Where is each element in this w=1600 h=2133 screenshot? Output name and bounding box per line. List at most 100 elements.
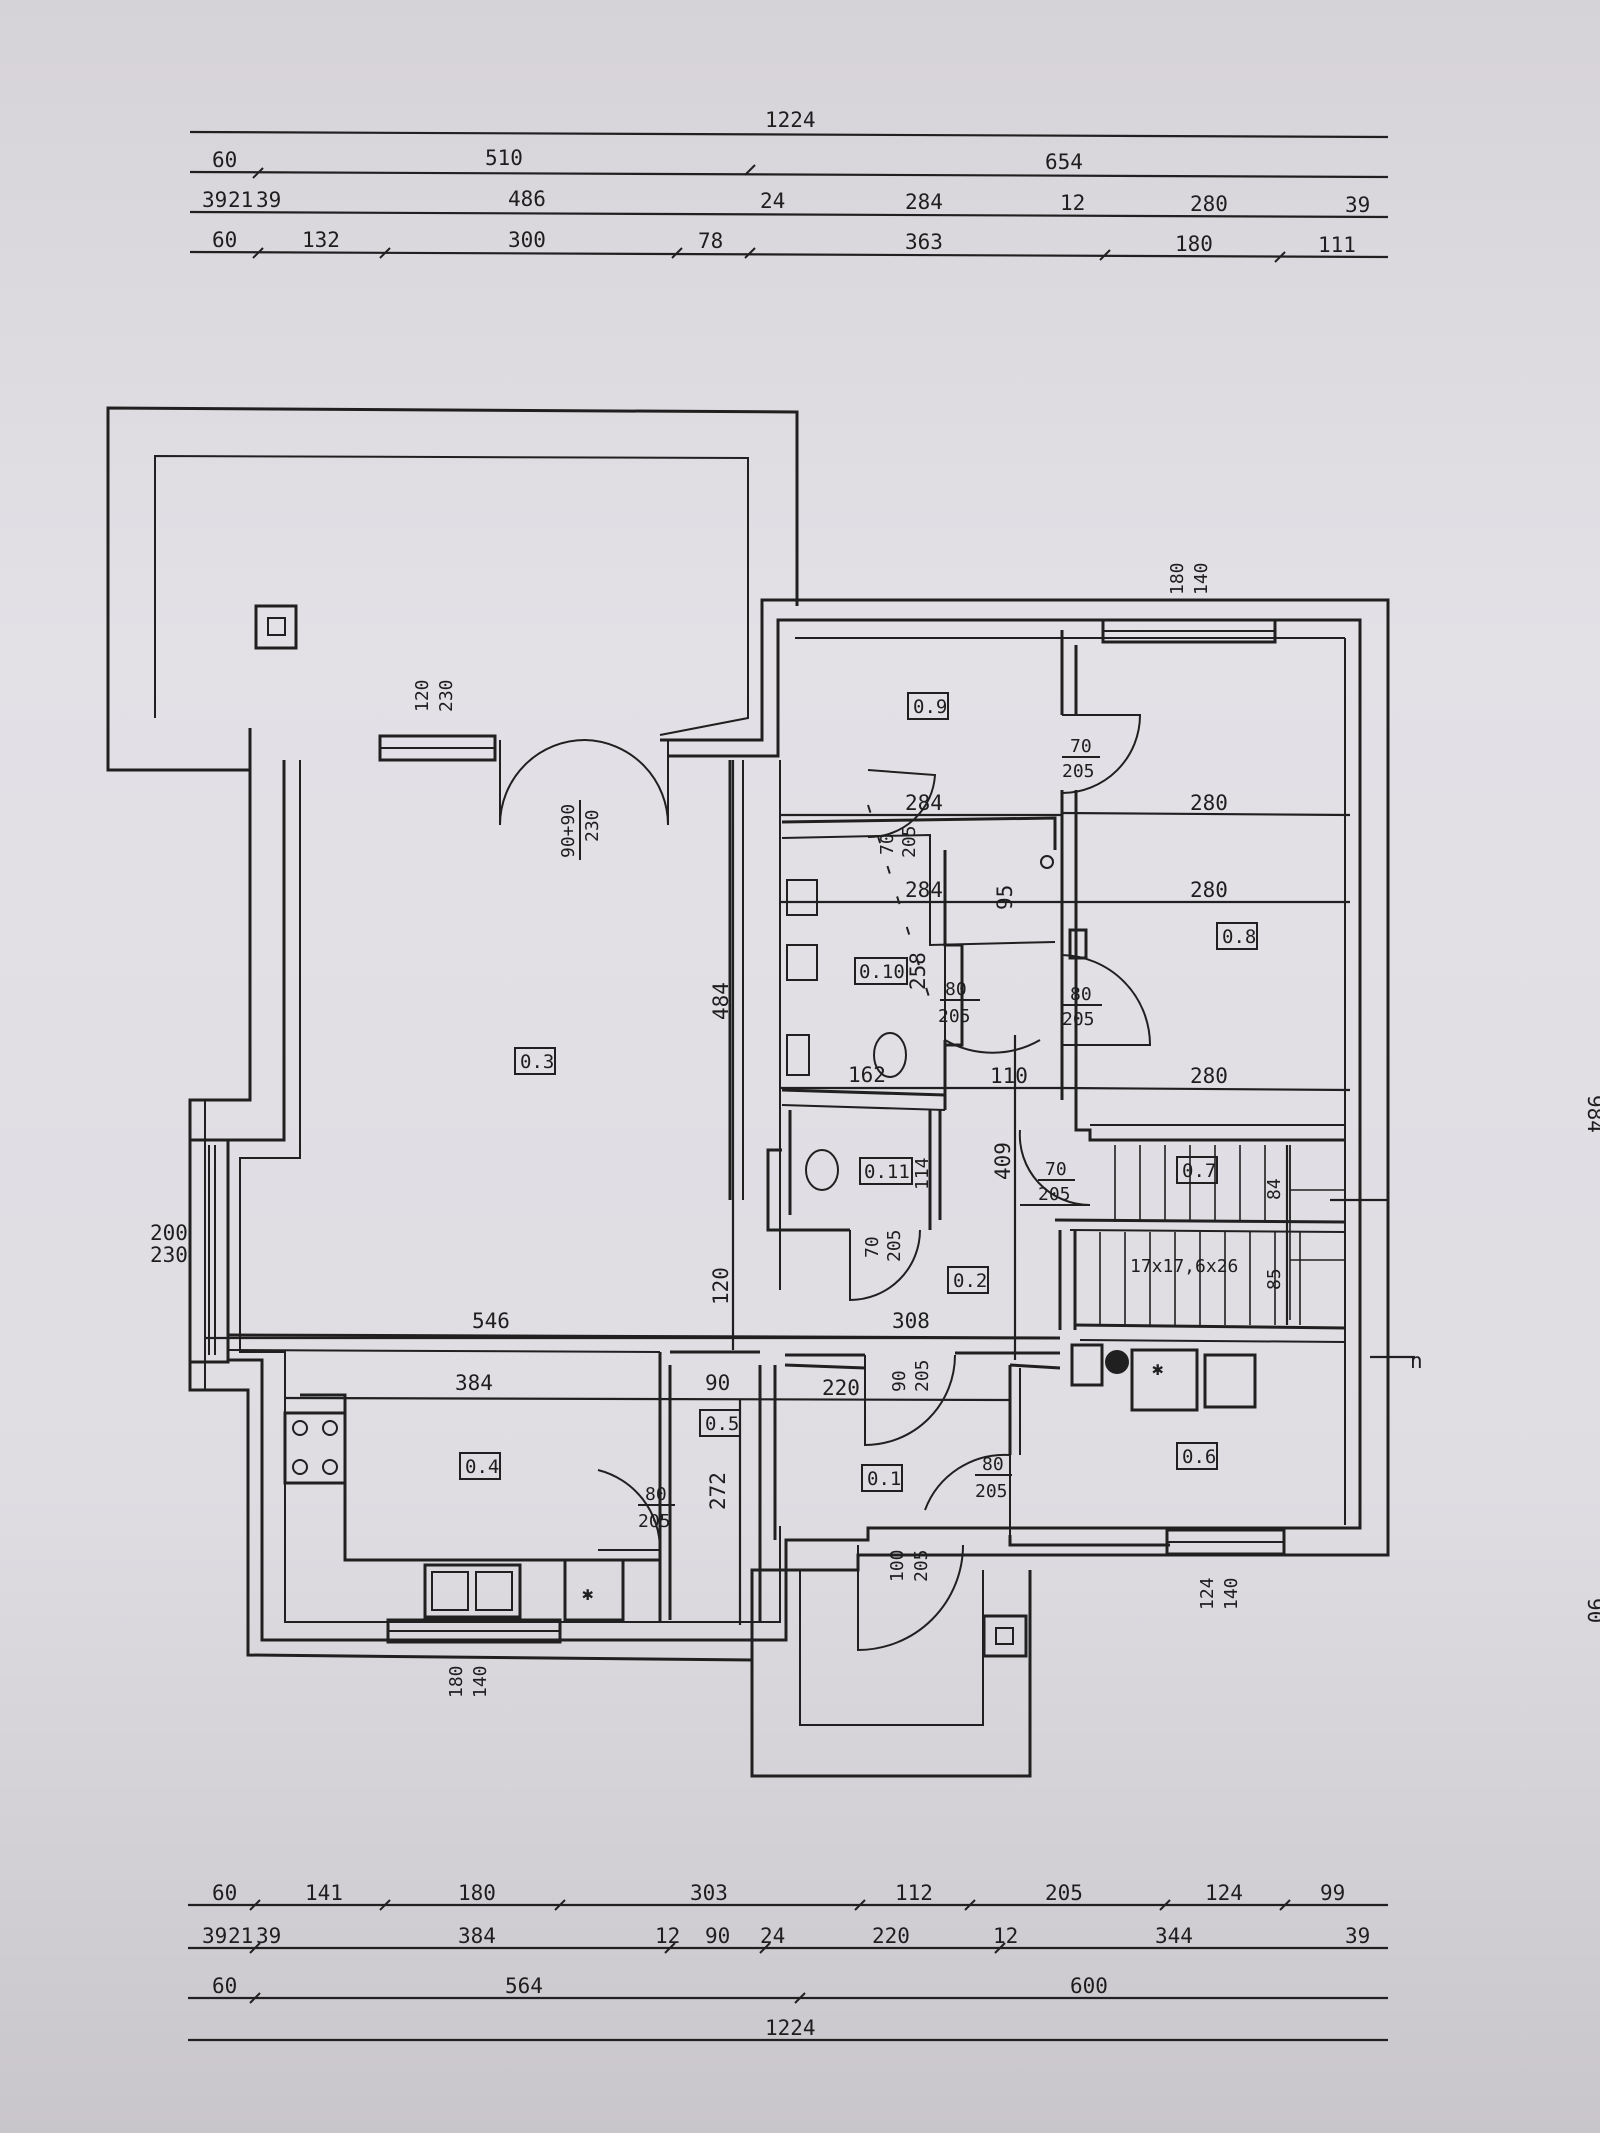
bathroom-fixtures <box>786 804 1054 1191</box>
dim-84: 84 <box>1264 1178 1285 1200</box>
toilet-icon <box>873 1032 907 1078</box>
kitchen-fixtures: ✱ ✱ <box>283 1343 1257 1622</box>
dim-label: 60 <box>212 148 237 172</box>
svg-text:120: 120 <box>412 679 433 712</box>
svg-text:205: 205 <box>1062 761 1095 782</box>
snowflake-icon: ✱ <box>582 1583 593 1605</box>
washbasin-icon <box>786 879 818 916</box>
svg-text:60: 60 <box>212 1881 237 1905</box>
dim-label: 280 <box>1190 192 1228 216</box>
svg-text:70: 70 <box>1045 1159 1067 1180</box>
interior-dimension-labels: 546 308 384 90 220 484 120 409 284 284 2… <box>150 791 1423 1510</box>
svg-text:205: 205 <box>638 1511 671 1532</box>
room-label-0.6: 0.6 <box>1182 1446 1216 1468</box>
dim-label: 39 <box>202 188 227 212</box>
svg-text:70: 70 <box>862 1236 883 1258</box>
svg-text:124: 124 <box>1205 1881 1243 1905</box>
svg-text:180: 180 <box>446 1665 467 1698</box>
dim-114: 114 <box>912 1157 933 1190</box>
svg-text:205: 205 <box>938 1006 971 1027</box>
terrace-door-left <box>499 739 586 826</box>
dim-280: 280 <box>1190 878 1228 902</box>
dim-220: 220 <box>822 1376 860 1400</box>
door-07 <box>1018 1129 1091 1207</box>
door-08a <box>944 945 1041 1054</box>
svg-text:12: 12 <box>655 1924 680 1948</box>
svg-text:60: 60 <box>212 1974 237 1998</box>
radiator-icon <box>786 1034 810 1076</box>
boiler-icon <box>1070 1343 1104 1387</box>
dim-line-top-4 <box>189 250 1389 259</box>
svg-text:303: 303 <box>690 1881 728 1905</box>
svg-text:600: 600 <box>1070 1974 1108 1998</box>
svg-text:112: 112 <box>895 1881 933 1905</box>
edge-dim-984: 984 <box>1583 1095 1600 1133</box>
svg-text:100: 100 <box>887 1549 908 1582</box>
dim-200: 200 <box>150 1221 188 1245</box>
svg-text:205: 205 <box>884 1229 905 1262</box>
svg-text:220: 220 <box>872 1924 910 1948</box>
door-08b <box>1061 954 1152 1046</box>
terrace-chimney-icon <box>254 604 298 650</box>
porch-chimney-icon <box>982 1614 1028 1658</box>
svg-text:39: 39 <box>1345 1924 1370 1948</box>
dim-label: 78 <box>698 229 723 253</box>
svg-text:140: 140 <box>470 1665 491 1698</box>
svg-text:80: 80 <box>945 979 967 1000</box>
dim-label: 363 <box>905 230 943 254</box>
interior-walls <box>227 630 1346 1622</box>
dryer-icon <box>1203 1353 1257 1409</box>
svg-text:140: 140 <box>1221 1577 1242 1610</box>
dim-272: 272 <box>706 1472 730 1510</box>
svg-text:205: 205 <box>911 1549 932 1582</box>
dim-280: 280 <box>1190 1064 1228 1088</box>
svg-text:12: 12 <box>993 1924 1018 1948</box>
dim-line-top-1 <box>189 130 1389 139</box>
top-dimension-chains: 1224 60 510 654 39 21 39 486 24 284 12 2… <box>189 108 1389 263</box>
svg-text:90+90: 90+90 <box>558 804 579 858</box>
svg-text:80: 80 <box>1070 984 1092 1005</box>
dim-90: 90 <box>705 1371 730 1395</box>
window-living-left <box>188 1138 230 1364</box>
dim-line-top-3 <box>189 210 1389 219</box>
svg-text:205: 205 <box>1038 1184 1071 1205</box>
svg-text:564: 564 <box>505 1974 543 1998</box>
snowflake-icon: ✱ <box>1152 1358 1163 1380</box>
dim-label: 486 <box>508 187 546 211</box>
door-011 <box>849 1229 921 1302</box>
dim-284: 284 <box>905 791 943 815</box>
dim-label: 111 <box>1318 233 1356 257</box>
washbasin-icon <box>786 944 818 981</box>
door-swings <box>499 714 1152 1652</box>
svg-text:99: 99 <box>1320 1881 1345 1905</box>
washer-icon <box>1130 1348 1199 1412</box>
door-entry <box>857 1544 964 1652</box>
windows <box>188 618 1286 1644</box>
dim-95: 95 <box>993 885 1017 910</box>
door-02 <box>864 1354 956 1447</box>
dim-label: 39 <box>256 188 281 212</box>
dim-label: 132 <box>302 228 340 252</box>
dim-label: 21 <box>228 188 253 212</box>
dim-top-total: 1224 <box>765 108 816 132</box>
kitchen-sink-icon <box>423 1563 522 1619</box>
door-05 <box>597 1469 662 1551</box>
dim-484: 484 <box>709 982 733 1020</box>
room-label-0.7: 0.7 <box>1182 1160 1216 1182</box>
entrance-porch <box>750 1570 1032 1778</box>
dim-label: 654 <box>1045 150 1083 174</box>
room-label-0.9: 0.9 <box>913 696 947 718</box>
dim-162: 162 <box>848 1063 886 1087</box>
bottom-dimension-chains: 60 141 180 303 112 205 124 99 39 21 39 3… <box>188 1881 1388 2042</box>
svg-text:70: 70 <box>1070 736 1092 757</box>
dim-546: 546 <box>472 1309 510 1333</box>
room-label-0.11: 0.11 <box>864 1161 910 1183</box>
dim-230: 230 <box>150 1243 188 1267</box>
svg-text:1224: 1224 <box>765 2016 816 2040</box>
svg-text:24: 24 <box>760 1924 785 1948</box>
dim-308: 308 <box>892 1309 930 1333</box>
dim-280: 280 <box>1190 791 1228 815</box>
dim-label: 510 <box>485 146 523 170</box>
svg-text:205: 205 <box>912 1359 933 1392</box>
